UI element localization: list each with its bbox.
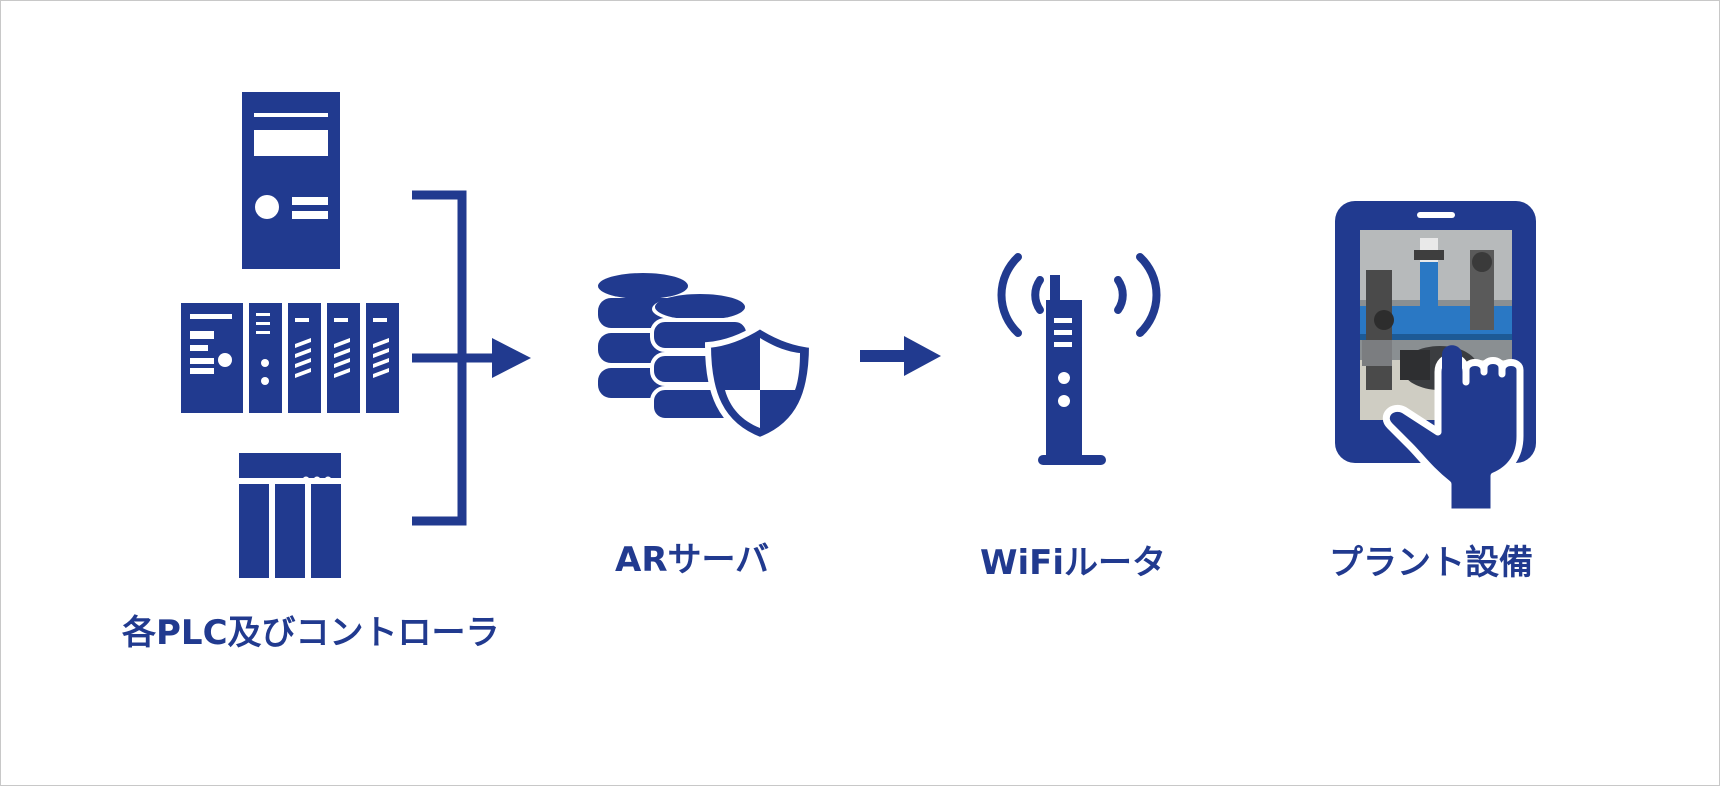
pointing-hand-icon — [1382, 345, 1524, 516]
plant-equipment-label: プラント設備 — [1329, 543, 1533, 583]
tower-server-icon — [242, 92, 340, 269]
wifi-router-label: WiFiルータ — [980, 543, 1167, 583]
security-shield-icon — [704, 322, 816, 444]
ar-to-wifi-arrow — [860, 336, 941, 376]
ar-server-label: ARサーバ — [615, 540, 770, 580]
plc-to-ar-arrow — [412, 190, 531, 526]
controller-module-icon — [239, 453, 341, 578]
plant-equipment-photo — [1360, 230, 1512, 420]
plc-controller-label: 各PLC及びコントローラ — [122, 613, 500, 653]
plc-rack-icon — [181, 303, 399, 413]
wifi-router-icon — [997, 253, 1161, 465]
